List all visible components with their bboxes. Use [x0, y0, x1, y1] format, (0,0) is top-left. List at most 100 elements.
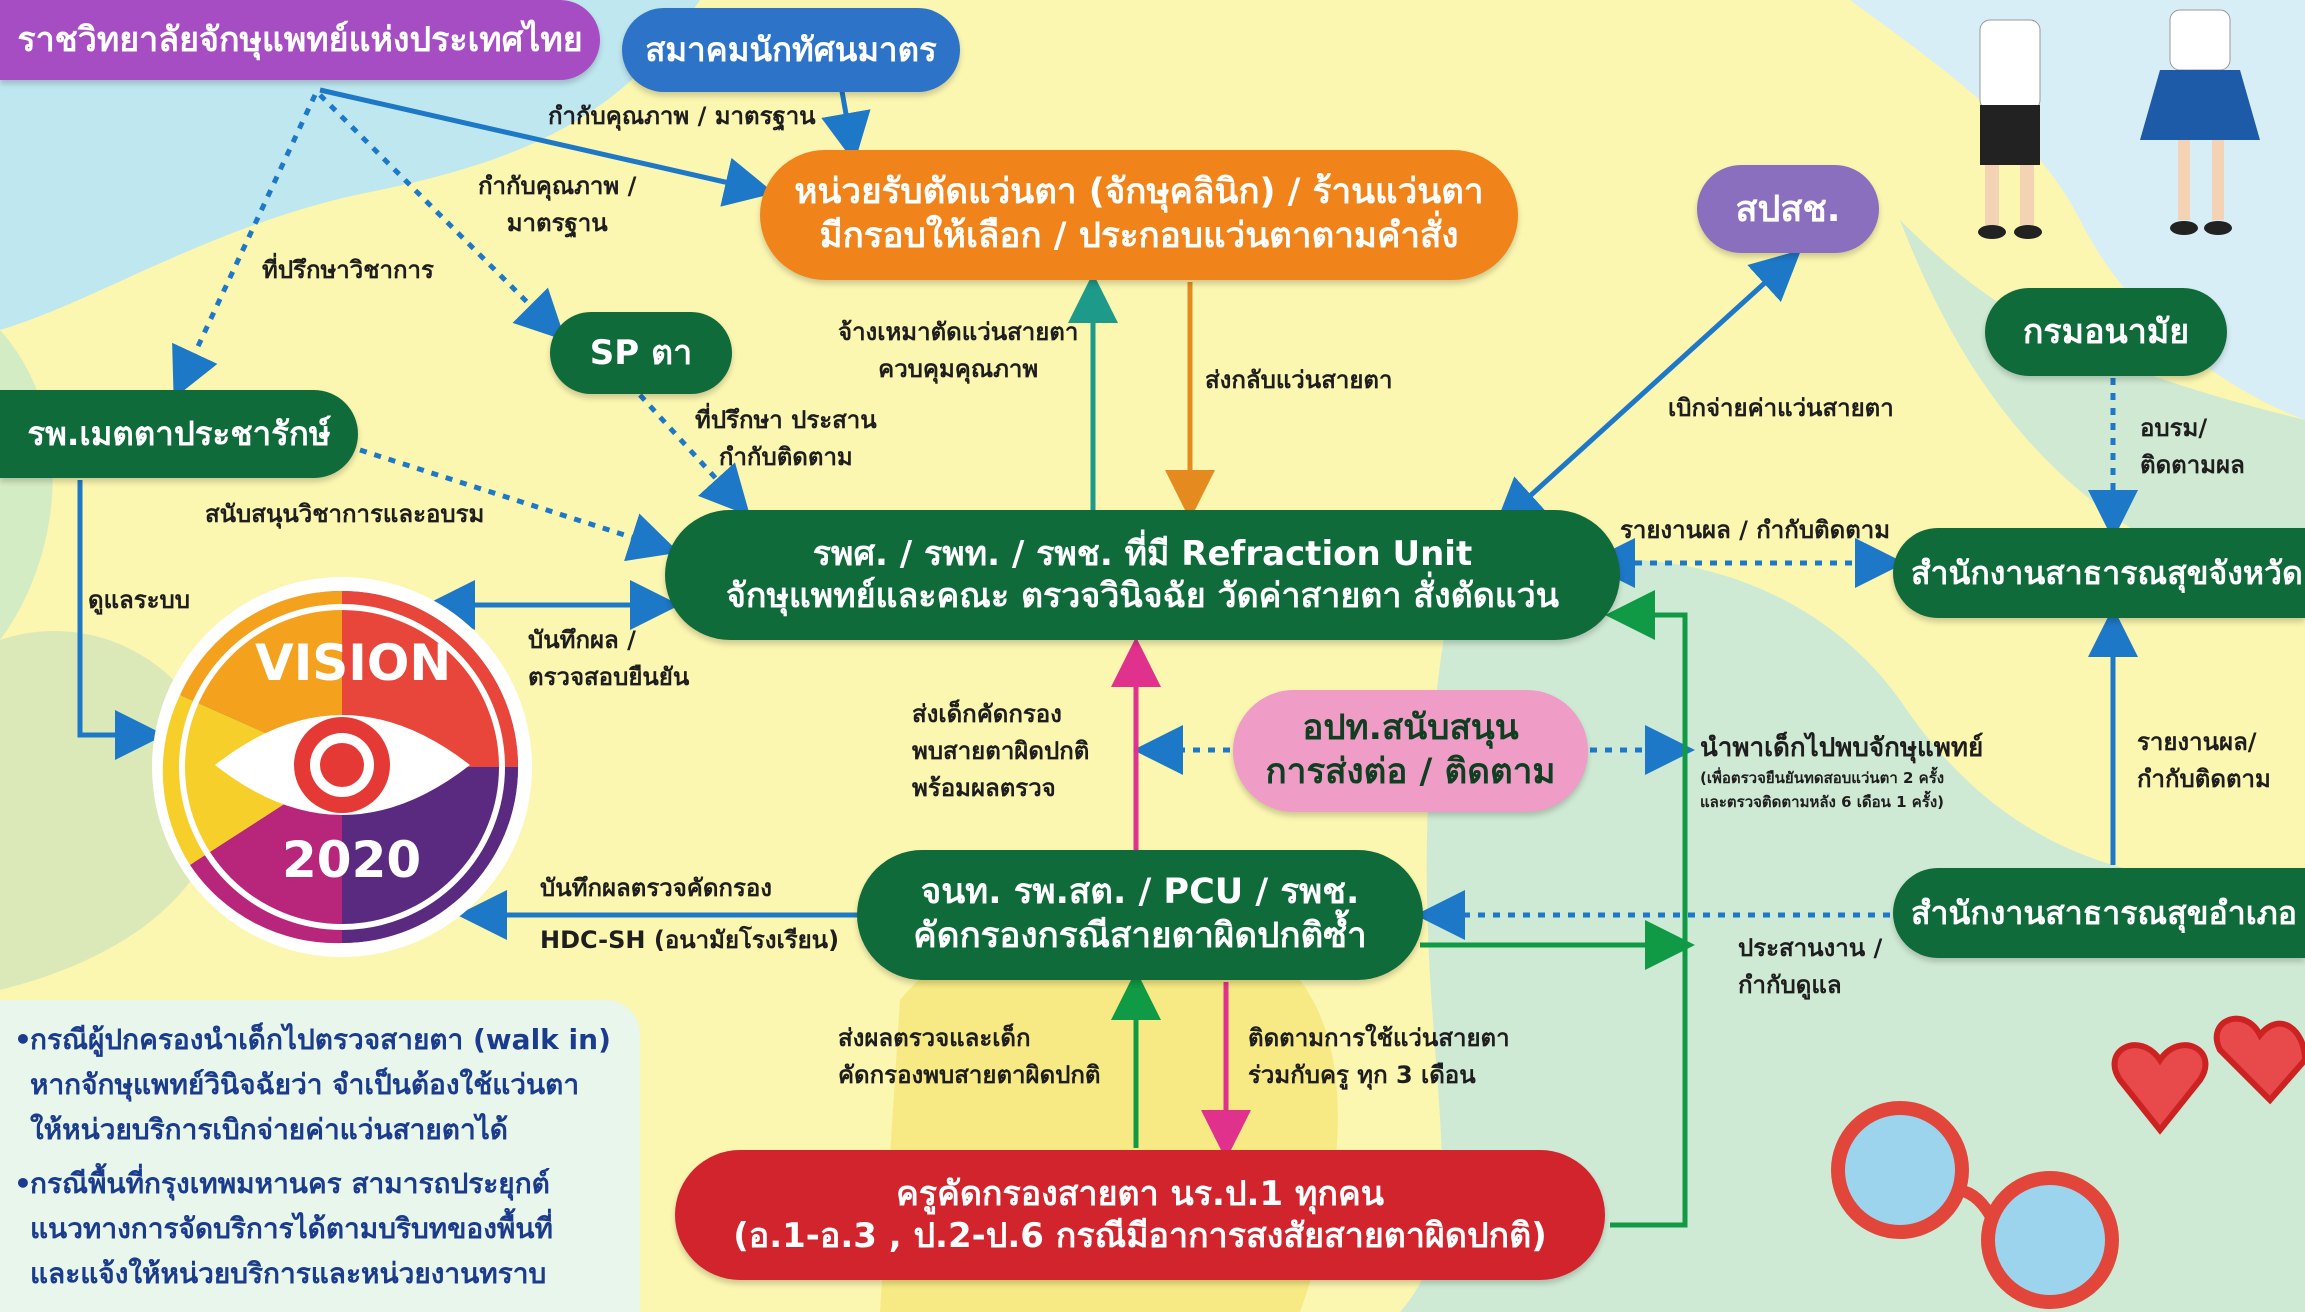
- node-refraction-unit-line2: จักษุแพทย์และคณะ ตรวจวินิจฉัย วัดค่าสายต…: [725, 576, 1560, 616]
- node-anamai-label: กรมอนามัย: [2022, 311, 2190, 352]
- note-item: • กรณีพื้นที่กรุงเทพมหานคร สามารถประยุกต…: [14, 1162, 626, 1296]
- node-pcu: จนท. รพ.สต. / PCU / รพช. คัดกรองกรณีสายต…: [857, 850, 1423, 980]
- label-advise-coordinate: ที่ปรึกษา ประสาน กำกับติดตาม: [695, 402, 877, 476]
- student-boy-illustration: [1978, 19, 2042, 239]
- label-support-training: สนับสนุนวิชาการและอบรม: [205, 500, 485, 528]
- arrow-sp-to-refraction: [638, 393, 751, 517]
- label-hdc: HDC-SH (อนามัยโรงเรียน): [540, 926, 840, 954]
- node-provincial-office: สำนักงานสาธารณสุขจังหวัด: [1893, 528, 2305, 618]
- label-take-children-note-line1: (เพื่อตรวจยืนยันทดสอบแว่นตา 2 ครั้ง: [1700, 769, 1945, 787]
- bullet-dot: •: [14, 1023, 32, 1056]
- node-anamai: กรมอนามัย: [1985, 288, 2227, 376]
- node-rcopt: ราชวิทยาลัยจักษุแพทย์แห่งประเทศไทย: [0, 0, 600, 80]
- node-district-office-label: สำนักงานสาธารณสุขอำเภอ: [1911, 894, 2297, 932]
- node-pcu-line1: จนท. รพ.สต. / PCU / รพช.: [920, 872, 1360, 913]
- label-record-confirm-line2: ตรวจสอบยืนยัน: [528, 663, 690, 692]
- node-optical-shop: หน่วยรับตัดแว่นตา (จักษุคลินิก) / ร้านแว…: [760, 150, 1518, 280]
- label-take-children: นำพาเด็กไปพบจักษุแพทย์: [1700, 733, 1984, 763]
- node-teacher-line1: ครูคัดกรองสายตา นร.ป.1 ทุกคน: [896, 1173, 1384, 1214]
- label-send-children-line3: พร้อมผลตรวจ: [912, 774, 1056, 803]
- arrow-teacher-to-refraction: [1605, 590, 1688, 1228]
- note-1-line3: ให้หน่วยบริการเบิกจ่ายค่าแว่นสายตาได้: [30, 1112, 508, 1146]
- label-record-confirm-line1: บันทึกผล /: [528, 626, 636, 654]
- vision-logo-year: 2020: [282, 831, 422, 889]
- label-coordinate-supervise-line1: ประสานงาน /: [1738, 934, 1883, 962]
- label-follow-glasses-line1: ติดตามการใช้แว่นสายตา: [1248, 1024, 1510, 1052]
- node-metta-label: รพ.เมตตาประชารักษ์: [27, 414, 331, 454]
- label-send-children-line1: ส่งเด็กคัดกรอง: [912, 700, 1062, 728]
- vision-logo-word: VISION: [255, 634, 452, 692]
- glasses-illustration: [1831, 1101, 2119, 1309]
- node-sp-eye: SP ตา: [550, 312, 732, 394]
- label-train-follow-line1: อบรม/: [2140, 414, 2208, 442]
- label-send-children: ส่งเด็กคัดกรอง พบสายตาผิดปกติ พร้อมผลตรว…: [912, 696, 1089, 808]
- label-coordinate-supervise-line2: กำกับดูแล: [1738, 971, 1842, 1000]
- node-provincial-office-label: สำนักงานสาธารณสุขจังหวัด: [1911, 554, 2303, 592]
- node-optometrist-assoc: สมาคมนักทัศนมาตร: [622, 8, 960, 92]
- node-optical-shop-line1: หน่วยรับตัดแว่นตา (จักษุคลินิก) / ร้านแว…: [794, 172, 1484, 213]
- node-rcopt-label: ราชวิทยาลัยจักษุแพทย์แห่งประเทศไทย: [17, 19, 583, 60]
- label-coordinate-supervise: ประสานงาน / กำกับดูแล: [1738, 930, 1882, 1004]
- node-refraction-unit: รพศ. / รพท. / รพช. ที่มี Refraction Unit…: [665, 510, 1620, 640]
- note-1-line1: กรณีผู้ปกครองนำเด็กไปตรวจสายตา (walk in): [30, 1023, 611, 1056]
- note-item: • กรณีผู้ปกครองนำเด็กไปตรวจสายตา (walk i…: [14, 1018, 626, 1152]
- label-train-follow-line2: ติดตามผล: [2140, 451, 2245, 480]
- arrow-rcopt-to-optical: [319, 87, 775, 207]
- vision-2020-logo: [152, 577, 532, 957]
- node-metta: รพ.เมตตาประชารักษ์: [0, 390, 358, 478]
- label-report-supervise-2-line2: กำกับติดตาม: [2137, 765, 2271, 794]
- node-district-office: สำนักงานสาธารณสุขอำเภอ: [1893, 868, 2305, 958]
- node-optical-shop-line2: มีกรอบให้เลือก / ประกอบแว่นตาตามคำสั่ง: [819, 216, 1459, 256]
- label-take-children-note-line2: และตรวจติดตามหลัง 6 เดือน 1 ครั้ง): [1700, 793, 1945, 811]
- arrow-rcopt-to-sp: [318, 93, 566, 341]
- label-follow-glasses-line2: ร่วมกับครู ทุก 3 เดือน: [1248, 1061, 1476, 1090]
- label-qa-standard-2: กำกับคุณภาพ / มาตรฐาน: [478, 168, 636, 242]
- node-nhso-label: สปสช.: [1735, 188, 1841, 230]
- label-send-results-line2: คัดกรองพบสายตาผิดปกติ: [838, 1061, 1101, 1090]
- note-1-line2: หากจักษุแพทย์วินิจฉัยว่า จำเป็นต้องใช้แว…: [30, 1067, 580, 1101]
- heart-glasses-illustration: [2111, 1015, 2305, 1135]
- label-hire-glasses-line1: จ้างเหมาตัดแว่นสายตา: [838, 318, 1079, 346]
- note-2-line2: แนวทางการจัดบริการได้ตามบริบทของพื้นที่: [30, 1212, 553, 1246]
- node-teacher-line2: (อ.1-อ.3 , ป.2-ป.6 กรณีมีอาการสงสัยสายตา…: [733, 1216, 1547, 1256]
- node-pnt-support: อปท.สนับสนุน การส่งต่อ / ติดตาม: [1233, 690, 1588, 812]
- bullet-dot: •: [14, 1167, 32, 1201]
- node-sp-eye-label: SP ตา: [589, 332, 693, 373]
- label-report-supervise-2: รายงานผล/ กำกับติดตาม: [2137, 724, 2271, 798]
- label-send-results: ส่งผลตรวจและเด็ก คัดกรองพบสายตาผิดปกติ: [838, 1020, 1101, 1094]
- label-qa-standard-1: กำกับคุณภาพ / มาตรฐาน: [548, 102, 816, 130]
- label-return-glasses: ส่งกลับแว่นสายตา: [1205, 366, 1393, 394]
- label-send-results-line1: ส่งผลตรวจและเด็ก: [838, 1024, 1031, 1052]
- label-qa-standard-2-line2: มาตรฐาน: [506, 209, 608, 238]
- label-supervise-system: ดูแลระบบ: [88, 586, 191, 614]
- label-record-screening: บันทึกผลตรวจคัดกรอง: [540, 874, 772, 902]
- arrow-refraction-nhso: [1494, 249, 1802, 529]
- notes-panel: • กรณีผู้ปกครองนำเด็กไปตรวจสายตา (walk i…: [0, 1000, 640, 1312]
- label-hire-glasses-line2: ควบคุมคุณภาพ: [878, 355, 1039, 384]
- arrow-metta-to-vision: [77, 480, 165, 760]
- label-report-supervise-1: รายงานผล / กำกับติดตาม: [1620, 516, 1891, 544]
- label-qa-standard-2-line1: กำกับคุณภาพ /: [478, 172, 637, 200]
- node-pnt-support-line2: การส่งต่อ / ติดตาม: [1265, 752, 1556, 792]
- label-follow-glasses: ติดตามการใช้แว่นสายตา ร่วมกับครู ทุก 3 เ…: [1248, 1020, 1510, 1094]
- label-advise-coordinate-line1: ที่ปรึกษา ประสาน: [695, 406, 877, 434]
- note-2-line3: และแจ้งให้หน่วยบริการและหน่วยงานทราบ: [30, 1256, 547, 1290]
- node-pcu-line2: คัดกรองกรณีสายตาผิดปกติซ้ำ: [913, 916, 1367, 956]
- label-report-supervise-2-line1: รายงานผล/: [2137, 728, 2257, 756]
- label-academic-advisor: ที่ปรึกษาวิชาการ: [262, 256, 434, 284]
- node-optometrist-assoc-label: สมาคมนักทัศนมาตร: [645, 30, 937, 70]
- node-nhso: สปสช.: [1697, 165, 1879, 253]
- node-teacher: ครูคัดกรองสายตา นร.ป.1 ทุกคน (อ.1-อ.3 , …: [675, 1150, 1605, 1280]
- label-train-follow: อบรม/ ติดตามผล: [2140, 410, 2245, 484]
- node-pnt-support-line1: อปท.สนับสนุน: [1302, 708, 1519, 749]
- label-record-confirm: บันทึกผล / ตรวจสอบยืนยัน: [528, 622, 689, 696]
- label-send-children-line2: พบสายตาผิดปกติ: [912, 737, 1090, 766]
- arrow-rcopt-to-metta: [172, 93, 318, 399]
- note-2-line1: กรณีพื้นที่กรุงเทพมหานคร สามารถประยุกต์: [30, 1167, 550, 1201]
- student-girl-illustration: [2140, 9, 2260, 235]
- label-hire-glasses: จ้างเหมาตัดแว่นสายตา ควบคุมคุณภาพ: [838, 314, 1078, 388]
- node-refraction-unit-line1: รพศ. / รพท. / รพช. ที่มี Refraction Unit: [812, 533, 1473, 574]
- label-take-children-note: (เพื่อตรวจยืนยันทดสอบแว่นตา 2 ครั้ง และต…: [1700, 766, 1944, 814]
- label-advise-coordinate-line2: กำกับติดตาม: [718, 443, 853, 472]
